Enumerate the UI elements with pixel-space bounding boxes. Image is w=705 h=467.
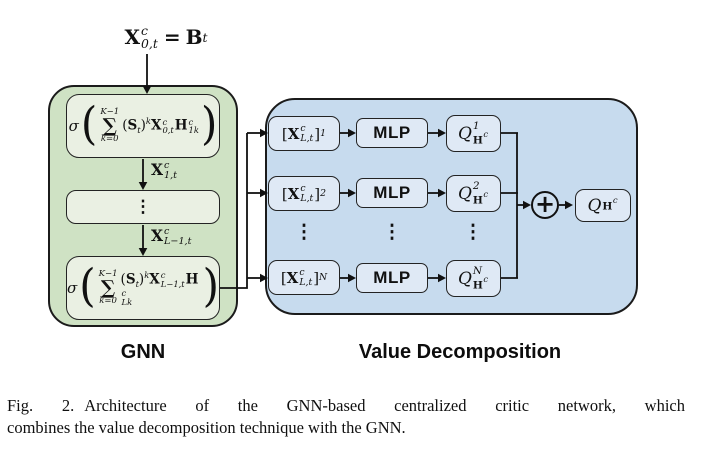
mlp-box-1: MLP [356, 118, 428, 148]
value-decomposition-label: Value Decomposition [358, 341, 562, 363]
layer1-to-dots-arrow [138, 159, 148, 190]
gnn-label: GNN [120, 341, 166, 363]
vertical-ellipsis: ⋮ [134, 196, 152, 217]
big-lparen: ( [80, 97, 98, 150]
sum-operator: K−1∑k=0 [100, 107, 120, 145]
equals-sign: = [163, 25, 181, 49]
figure-number: Fig. 2. [7, 396, 75, 415]
gnn-hidden-layers-box: ⋮ [66, 190, 220, 224]
dots-to-layerL-arrow [138, 225, 148, 256]
input-column-dots: ⋮ [294, 221, 314, 243]
branch-arrow-row2 [247, 188, 268, 198]
mlp-column-dots: ⋮ [382, 221, 402, 243]
mlp-box-N: MLP [356, 263, 428, 293]
caption-line-1: Fig. 2.Architecture of the GNN-based cen… [7, 396, 685, 415]
gnn-output-bus [220, 133, 248, 289]
formula-b-sub: t [202, 29, 208, 45]
row1-wires [340, 128, 518, 138]
branch-arrow-row1 [247, 128, 268, 138]
row2-wires [340, 188, 518, 198]
big-rparen: ) [202, 259, 219, 312]
caption-line-2: combines the value decomposition techniq… [7, 418, 406, 437]
q-column-dots: ⋮ [463, 221, 483, 243]
input-arrow [142, 54, 152, 94]
q-collector-bus [516, 133, 531, 278]
formula-b: B [185, 25, 203, 49]
rowN-wires [340, 273, 518, 283]
sum-operator: K−1∑k=0 [98, 269, 118, 307]
sum-plus-icon: + [531, 191, 559, 219]
big-rparen: ) [200, 97, 218, 150]
formula-x: X [124, 25, 141, 49]
figure-caption: Fig. 2.Architecture of the GNN-based cen… [7, 395, 685, 439]
branch-arrow-rowN [247, 273, 268, 283]
big-lparen: ( [79, 259, 96, 312]
mlp-box-2: MLP [356, 178, 428, 208]
sum-output-arrow [559, 200, 573, 210]
